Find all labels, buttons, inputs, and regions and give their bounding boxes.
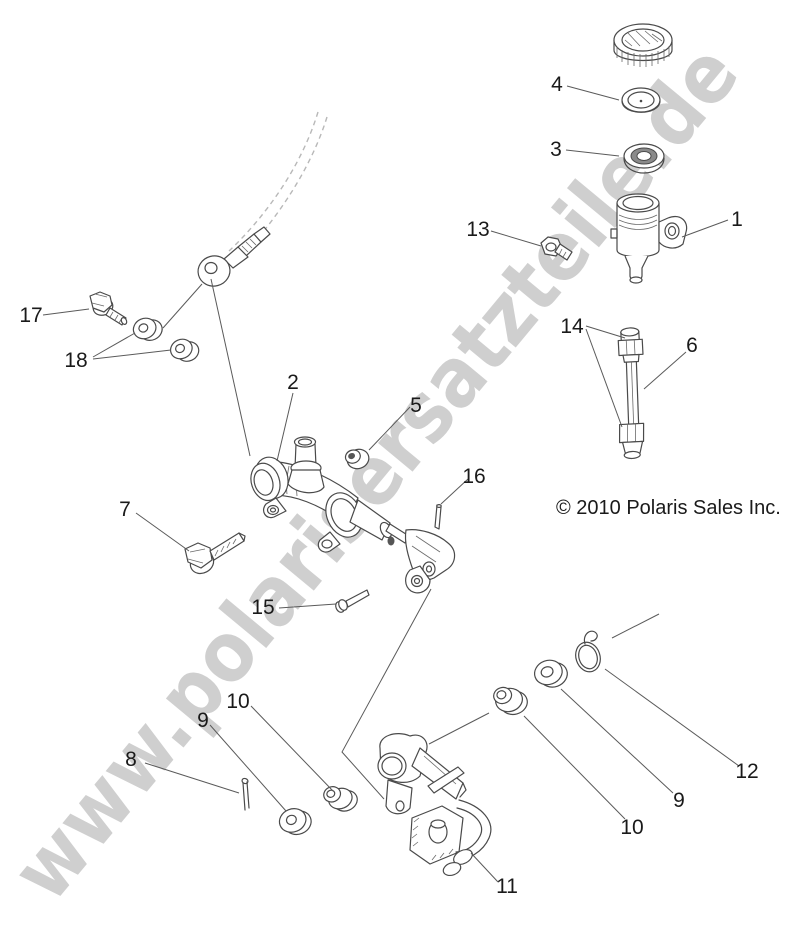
part-1-reservoir-body	[610, 193, 688, 284]
leader-5	[368, 406, 411, 451]
part-11-brake-pedal	[377, 733, 492, 877]
callout-3: 3	[550, 138, 562, 161]
callout-5: 5	[410, 394, 422, 417]
callout-7: 7	[119, 498, 131, 521]
leader-11	[470, 852, 499, 883]
leader-14b	[585, 328, 623, 428]
leader-10-left	[250, 705, 334, 792]
leader-9-right	[560, 688, 674, 794]
leader-8	[144, 762, 240, 794]
part-18-washers	[132, 317, 200, 362]
leader-lines	[42, 85, 740, 883]
callout-2: 2	[287, 371, 299, 394]
leader-10-right-b	[428, 712, 490, 745]
part-9-washer-left	[278, 808, 312, 836]
part-7-bolt	[184, 532, 246, 575]
leader-1	[681, 219, 729, 238]
part-6-brake-line	[617, 327, 645, 460]
reservoir-cap	[613, 23, 673, 67]
fitting-top	[617, 338, 644, 357]
part-3-diaphragm-seal	[623, 143, 665, 174]
part-10-bushing-right	[493, 686, 528, 716]
part-17-banjo-bolt	[89, 291, 128, 326]
callout-13: 13	[466, 218, 489, 241]
callout-12: 12	[735, 760, 758, 783]
callout-15: 15	[251, 596, 274, 619]
copyright-text: © 2010 Polaris Sales Inc.	[556, 497, 781, 519]
push-rod	[385, 523, 410, 544]
leader-3	[565, 149, 620, 157]
leader-6	[643, 351, 687, 390]
part-9-washer-right	[533, 659, 568, 688]
part-15-clevis-pin	[335, 589, 370, 613]
leader-16	[440, 478, 469, 505]
leader-18a	[92, 332, 136, 358]
part-12-snap-ring	[575, 630, 601, 673]
callout-10-right: 10	[620, 816, 643, 839]
callout-8: 8	[125, 748, 137, 771]
callout-10-left: 10	[226, 690, 249, 713]
leader-14a	[585, 325, 626, 339]
brake-hose	[197, 111, 328, 287]
leader-13	[490, 230, 542, 247]
part-8-cotter-pin	[241, 777, 250, 811]
callout-18: 18	[64, 349, 87, 372]
leader-7	[135, 512, 190, 552]
callouts: 1 2 3 4 5 6 7 8 9 10 11 12 13 14 15 16 1…	[19, 73, 758, 898]
callout-6: 6	[686, 334, 698, 357]
leader-banjo-to-cylinder	[210, 278, 251, 457]
callout-16: 16	[462, 465, 485, 488]
leader-12	[604, 668, 740, 767]
leader-12b	[611, 613, 660, 639]
callout-17: 17	[19, 304, 42, 327]
leader-9-left	[209, 724, 287, 812]
part-10-bushing-left	[323, 786, 358, 812]
callout-11: 11	[496, 875, 518, 898]
callout-9-left: 9	[197, 709, 209, 732]
leader-18c	[162, 283, 203, 329]
leader-18b	[92, 349, 172, 360]
callout-4: 4	[551, 73, 563, 96]
leader-4	[566, 85, 620, 101]
part-5-grommet	[344, 448, 370, 470]
leader-clevis-to-pedal	[341, 588, 432, 800]
part-2-master-cylinder	[250, 436, 456, 594]
part-13-screw	[540, 236, 573, 261]
part-16-pin	[434, 504, 442, 530]
leader-10-right	[523, 715, 626, 820]
callout-14: 14	[560, 315, 584, 338]
fitting-bottom	[618, 422, 645, 444]
leader-15	[278, 603, 337, 609]
leader-17	[42, 308, 90, 316]
leader-2	[276, 392, 294, 462]
callout-1: 1	[731, 208, 743, 231]
callout-9-right: 9	[673, 789, 685, 812]
part-4-diaphragm-plate	[621, 87, 661, 113]
